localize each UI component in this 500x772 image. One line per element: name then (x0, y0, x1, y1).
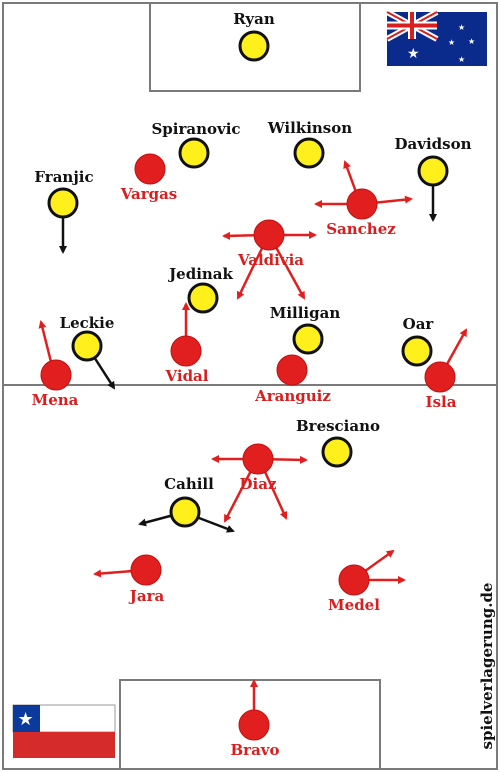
australia-flag-icon: ★ ★ ★ ★ ★ (385, 9, 487, 66)
label-ryan: Ryan (233, 10, 275, 28)
label-diaz: Diaz (240, 475, 277, 493)
player-jedinak (187, 282, 219, 314)
player-franjic (47, 187, 79, 219)
player-valdivia (253, 219, 285, 251)
top-penalty-box (149, 2, 361, 92)
player-bresciano (321, 436, 353, 468)
player-milligan (292, 323, 324, 355)
player-leckie (71, 330, 103, 362)
label-vargas: Vargas (120, 185, 178, 203)
label-leckie: Leckie (60, 314, 115, 332)
player-jara (130, 554, 162, 586)
svg-text:★: ★ (407, 46, 420, 62)
label-spiranovic: Spiranovic (151, 120, 240, 138)
label-davidson: Davidson (395, 135, 472, 153)
chile-labels: Vargas Sanchez Valdivia Vidal Aranguiz M… (32, 185, 457, 759)
watermark: spielverlagerung.de (478, 583, 496, 750)
chile-flag-icon: ★ (12, 704, 116, 758)
svg-text:★: ★ (458, 23, 465, 32)
arrow (236, 239, 268, 300)
chile-players (40, 153, 456, 741)
svg-text:★: ★ (458, 55, 465, 64)
svg-text:★: ★ (448, 38, 455, 47)
label-medel: Medel (328, 596, 380, 614)
player-medel (338, 564, 370, 596)
chile-movement-arrows (38, 160, 468, 725)
svg-text:★: ★ (468, 37, 475, 46)
label-sanchez: Sanchez (326, 220, 396, 238)
label-vidal: Vidal (165, 367, 209, 385)
label-oar: Oar (403, 315, 435, 333)
label-jara: Jara (128, 587, 165, 605)
player-isla (424, 361, 456, 393)
label-valdivia: Valdivia (237, 251, 304, 269)
australia-players (47, 30, 449, 528)
label-cahill: Cahill (164, 475, 214, 493)
player-diaz (242, 443, 274, 475)
arrow (223, 462, 257, 523)
svg-text:★: ★ (18, 709, 34, 730)
label-wilkinson: Wilkinson (267, 119, 352, 137)
label-bresciano: Bresciano (296, 417, 380, 435)
player-aranguiz (276, 354, 308, 386)
player-sanchez (346, 188, 378, 220)
label-jedinak: Jedinak (167, 265, 233, 283)
player-wilkinson (293, 137, 325, 169)
player-vidal (170, 335, 202, 367)
label-bravo: Bravo (230, 741, 279, 759)
player-cahill (169, 496, 201, 528)
player-oar (401, 335, 433, 367)
player-spiranovic (178, 137, 210, 169)
arrow (270, 239, 306, 300)
player-davidson (417, 155, 449, 187)
label-milligan: Milligan (270, 304, 341, 322)
australia-labels: Ryan Spiranovic Wilkinson Davidson Franj… (34, 10, 471, 493)
label-aranguiz: Aranguiz (254, 387, 331, 405)
label-franjic: Franjic (34, 168, 93, 186)
label-mena: Mena (32, 391, 79, 409)
player-ryan (238, 30, 270, 62)
player-mena (40, 359, 72, 391)
player-bravo (238, 709, 270, 741)
label-isla: Isla (426, 393, 457, 411)
player-vargas (134, 153, 166, 185)
